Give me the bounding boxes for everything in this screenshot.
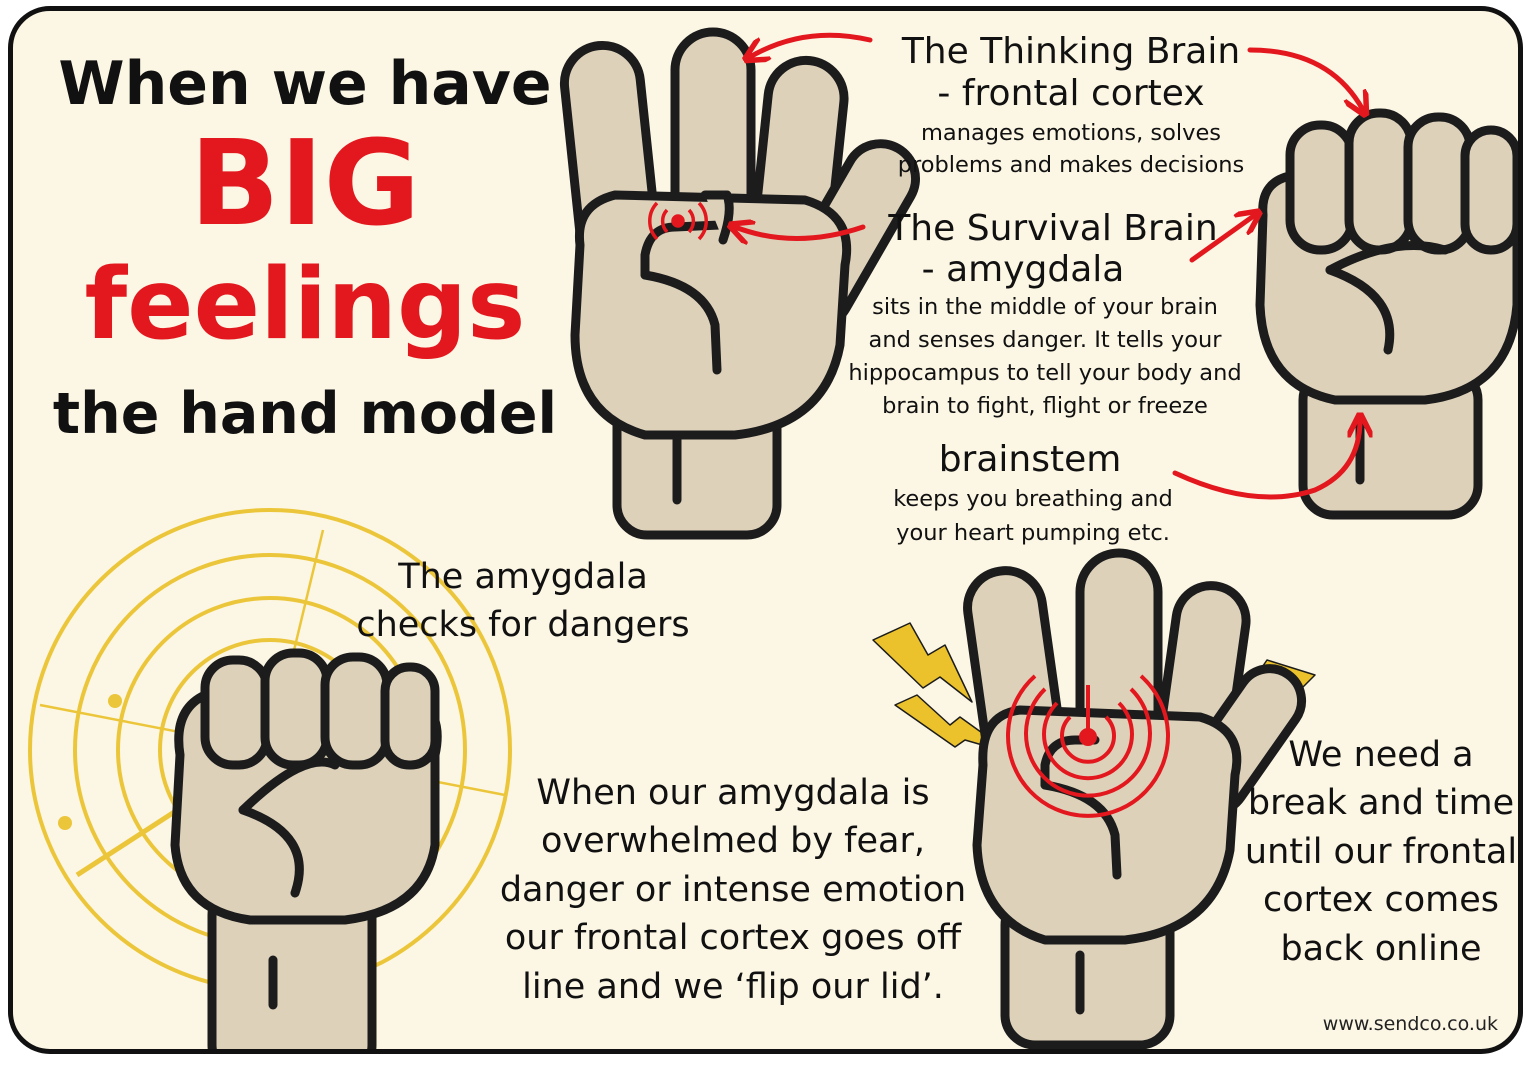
overwhelmed-line5: line and we ‘flip our lid’.: [522, 967, 944, 1007]
thinking-brain-heading-1: The Thinking Brain: [901, 31, 1241, 72]
radar-caption-2: checks for dangers: [356, 605, 690, 645]
thinking-brain-desc-1: manages emotions, solves: [920, 120, 1222, 146]
break-line5: back online: [1280, 929, 1482, 969]
thinking-brain-desc-2: problems and makes decisions: [897, 152, 1245, 178]
fist-icon-top-right: [1255, 108, 1518, 520]
thinking-brain-heading-2: - frontal cortex: [937, 73, 1205, 114]
title-feelings: feelings: [84, 248, 526, 362]
brainstem-desc-2: your heart pumping etc.: [896, 520, 1170, 546]
overwhelmed-line1: When our amygdala is: [536, 773, 930, 813]
website-link[interactable]: www.sendco.co.uk: [1322, 1013, 1498, 1035]
arrow-icon: [735, 32, 1363, 500]
survival-brain-desc-2: and senses danger. It tells your: [868, 327, 1222, 353]
break-line3: until our frontal: [1244, 832, 1518, 872]
overwhelmed-line3: danger or intense emotion: [499, 870, 967, 910]
survival-brain-heading-2: - amygdala: [921, 249, 1125, 290]
title-line1: When we have: [58, 49, 552, 119]
break-line2: break and time: [1247, 783, 1515, 823]
brainstem-heading: brainstem: [938, 439, 1122, 480]
overwhelmed-line4: our frontal cortex goes off: [504, 918, 962, 958]
brainstem-desc-1: keeps you breathing and: [893, 486, 1173, 512]
survival-brain-desc-1: sits in the middle of your brain: [872, 294, 1218, 320]
title-big: BIG: [189, 114, 421, 252]
open-hand-thumb-tucked-icon: [559, 27, 920, 540]
illustration-layer: [28, 27, 1518, 1049]
radar-caption-1: The amygdala: [398, 557, 648, 597]
break-line4: cortex comes: [1262, 880, 1500, 920]
fist-icon-bottom-left: [170, 648, 442, 1049]
survival-brain-desc-3: hippocampus to tell your body and: [848, 360, 1242, 386]
amygdala-target-icon-small: [648, 201, 708, 241]
amygdala-target-icon-large: [1006, 674, 1170, 818]
overwhelmed-line2: overwhelmed by fear,: [541, 821, 925, 861]
open-hand-flipped-icon: [963, 548, 1307, 1049]
survival-brain-heading-1: The Survival Brain: [888, 208, 1218, 249]
break-line1: We need a: [1288, 735, 1474, 775]
survival-brain-desc-4: brain to fight, flight or freeze: [882, 393, 1208, 419]
poster-card: When we have BIG feelings the hand model…: [8, 6, 1523, 1054]
title-line4: the hand model: [52, 381, 558, 447]
